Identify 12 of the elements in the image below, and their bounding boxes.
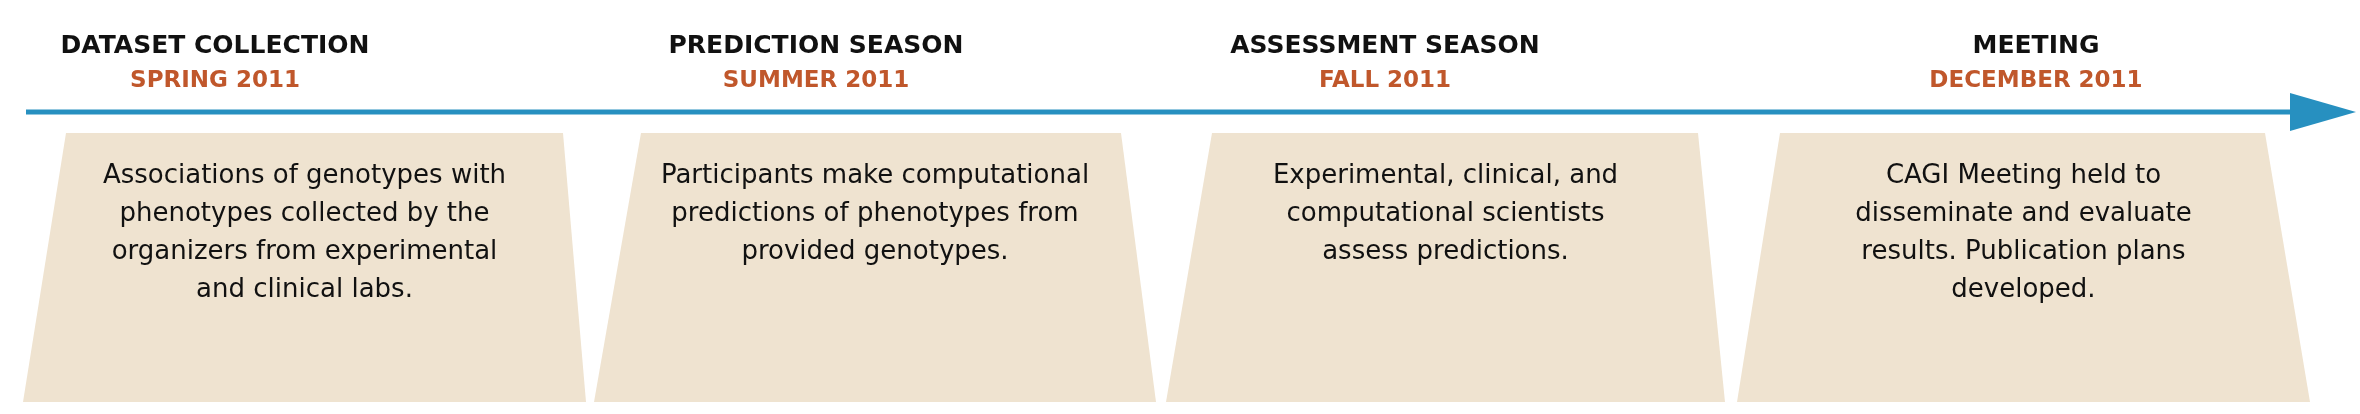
phase-heading: MEETING (1972, 30, 2100, 59)
phase-description: Associations of genotypes with phenotypes collected by the organizers from experimental and clinical labs. (101, 158, 508, 305)
phase-description: CAGI Meeting held to disseminate and evaluate results. Publication plans developed. (1854, 158, 2193, 305)
phase-description: Experimental, clinical, and computational scientists assess predictions. (1271, 158, 1620, 267)
phase-date: SUMMER 2011 (722, 66, 910, 92)
phase-date: FALL 2011 (1318, 66, 1452, 92)
phase-heading: PREDICTION SEASON (668, 30, 964, 59)
phase-heading: DATASET COLLECTION (60, 30, 370, 59)
phase-description: Participants make computational predictions of phenotypes from provided genotypes. (660, 158, 1090, 267)
phase-date: DECEMBER 2011 (1929, 66, 2143, 92)
phase-date: SPRING 2011 (130, 66, 300, 92)
phase-heading: ASSESSMENT SEASON (1230, 30, 1540, 59)
